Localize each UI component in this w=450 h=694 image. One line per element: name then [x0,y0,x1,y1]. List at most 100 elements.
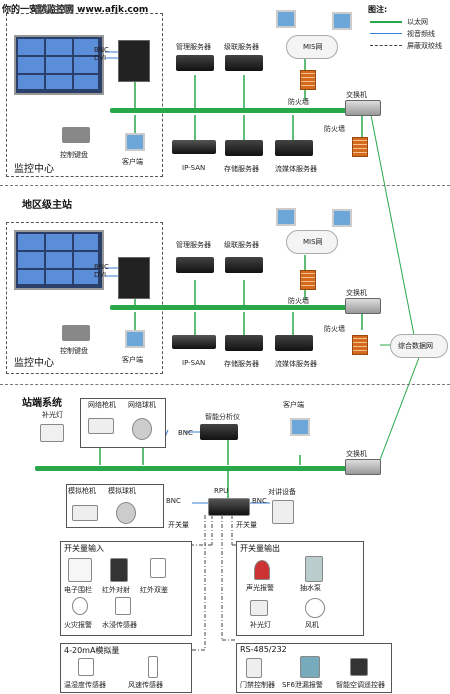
mis-cloud-icon [286,35,338,59]
rs-item-ac: 智能空调遥控器 [336,681,385,689]
firewall-icon-regional [300,270,316,290]
client-pc-icon [125,133,145,151]
mis-pc-icon-1 [276,10,296,28]
di-item-fire: 火灾报警 [64,621,92,629]
ipsan-label-regional: IP-SAN [182,359,206,367]
dvi-label: DVI [94,54,107,62]
cascade-server-icon-regional [225,257,263,273]
switch-icon-regional [345,298,381,314]
monitor-center-label-regional: 监控中心 [14,358,54,369]
analyzer-label: 智能分析仪 [205,413,240,421]
ethernet-bus-station [35,466,380,471]
keyboard-label: 控制键盘 [60,151,88,159]
storage-server-icon [225,140,263,156]
firewall-label-1: 防火墙 [288,98,309,106]
regional-monitor-box [6,222,163,374]
do-item-siren: 声光报警 [246,584,274,592]
analyzer-icon [200,424,238,440]
bnc-label-station-3: BNC [252,497,267,505]
electric-fence-icon [68,558,92,582]
intercom-icon [272,500,294,524]
station-title: 站端系统 [22,398,62,409]
monitor-center-label: 监控中心 [14,164,54,175]
ai-title: 4-20mA模拟量 [64,646,120,655]
mgmt-server-label-regional: 管理服务器 [176,241,211,249]
storage-server-label-regional: 存储服务器 [224,360,259,368]
client-label-regional: 客户端 [122,356,143,364]
mgmt-server-icon-regional [176,257,214,273]
analog-dome-label: 模拟球机 [108,487,136,495]
mgmt-server-icon [176,55,214,71]
cascade-server-label: 级联服务器 [224,43,259,51]
control-keyboard-icon [62,127,90,143]
bnc-label-station-1: BNC [178,429,193,437]
water-pump-icon [305,556,323,582]
legend-av-line [370,33,402,34]
bnc-label: BNC [94,46,109,54]
rs-item-sf6: SF6泄漏报警 [282,681,323,689]
cascade-server-icon [225,55,263,71]
video-wall-regional [14,230,104,290]
di-item-ir-dual: 红外双鉴 [140,586,168,594]
fill-light-label: 补光灯 [42,411,63,419]
ir-dual-detector-icon [150,558,166,578]
control-keyboard-icon-regional [62,325,90,341]
net-gun-label: 网络枪机 [88,401,116,409]
bnc-label-regional: BNC [94,263,109,271]
fire-alarm-icon [72,597,88,615]
ai-item-temp: 温湿度传感器 [64,681,106,689]
mgmt-server-label: 管理服务器 [176,43,211,51]
net-dome-camera-icon [132,418,152,440]
mis-pc-icon-regional-1 [276,208,296,226]
integrated-data-net-cloud [390,334,448,358]
legend-av-label: 视音频线 [407,30,435,38]
stream-server-label-regional: 流媒体服务器 [275,360,317,368]
firewall-label-regional-1: 防火墙 [288,297,309,305]
stream-server-icon-regional [275,335,313,351]
divider-1 [0,185,450,186]
storage-server-icon-regional [225,335,263,351]
di-title: 开关量输入 [64,544,104,553]
watermark: 你的一安防监控网 www.afjk.com [2,5,149,15]
legend-title: 图注: [368,5,388,14]
ac-remote-icon [350,658,368,676]
video-wall [14,35,104,95]
keyboard-label-regional: 控制键盘 [60,347,88,355]
mis-cloud-icon-regional [286,230,338,254]
mis-label: MIS网 [303,43,323,51]
firewall-icon [300,70,316,90]
legend-stp-label: 屏蔽双绞线 [407,42,442,50]
storage-server-label: 存储服务器 [224,165,259,173]
stream-server-icon [275,140,313,156]
switch-icon [345,100,381,116]
legend-ethernet-label: 以太网 [407,18,428,26]
switch-qty-label-2: 开关量 [236,521,257,529]
digital-output-box [236,541,364,636]
analog-gun-label: 模拟枪机 [68,487,96,495]
fan-icon [305,598,325,618]
switch-icon-station [345,459,381,475]
analog-gun-camera-icon [72,505,98,521]
ethernet-bus-regional [110,305,370,310]
analog-input-box [60,643,192,693]
ipsan-icon-regional [172,335,216,349]
sf6-alarm-icon [300,656,320,678]
analog-dome-camera-icon [116,502,136,524]
divider-2 [0,384,450,385]
ai-item-wind: 风速传感器 [128,681,163,689]
ipsan-label: IP-SAN [182,164,206,172]
rpu-icon [208,498,250,516]
do-item-light: 补光灯 [250,621,271,629]
ir-beam-icon [110,558,128,582]
provincial-monitor-box [6,13,163,177]
digital-input-box [60,541,192,636]
firewall-label-2: 防火墙 [324,125,345,133]
mis-pc-icon-regional-2 [332,209,352,227]
do-item-pump: 抽水泵 [300,584,321,592]
fill-light-icon-2 [250,600,268,616]
legend-ethernet-line [370,21,402,23]
mis-label-regional: MIS网 [303,238,323,246]
net-gun-camera-icon [88,418,114,434]
fill-light-icon [40,424,64,442]
siren-alarm-icon [254,560,270,580]
